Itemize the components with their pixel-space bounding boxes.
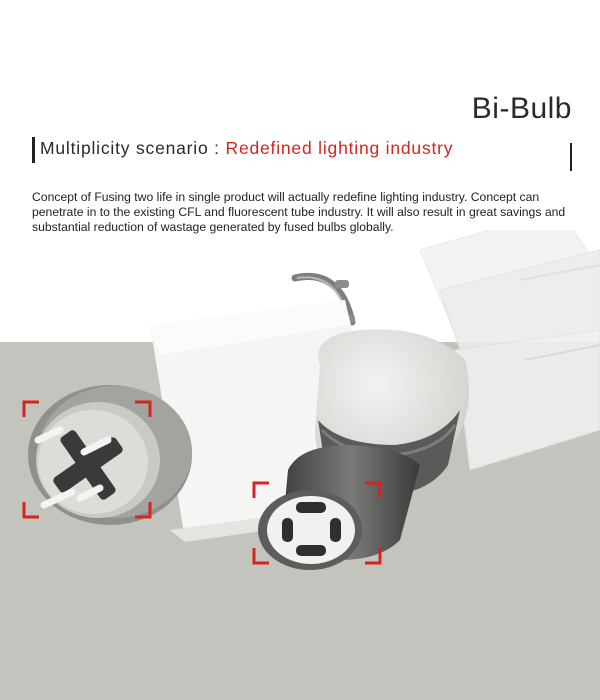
- cfl-base-icon: [258, 329, 470, 570]
- description-paragraph: Concept of Fusing two life in single pro…: [32, 190, 566, 235]
- focus-bracket-icon-center: [252, 481, 382, 565]
- subtitle: Multiplicity scenario : Redefined lighti…: [40, 138, 453, 159]
- subtitle-divider-right: [570, 143, 572, 171]
- page-title: Bi-Bulb: [471, 92, 572, 125]
- subtitle-main: Multiplicity scenario :: [40, 138, 226, 158]
- subtitle-accent: Redefined lighting industry: [225, 138, 454, 158]
- focus-bracket-icon: [22, 400, 152, 519]
- product-illustration: [0, 230, 600, 700]
- tube-light-end-icon: [28, 385, 192, 525]
- subtitle-divider-left: [32, 137, 35, 163]
- cfl-tubes: [419, 230, 600, 471]
